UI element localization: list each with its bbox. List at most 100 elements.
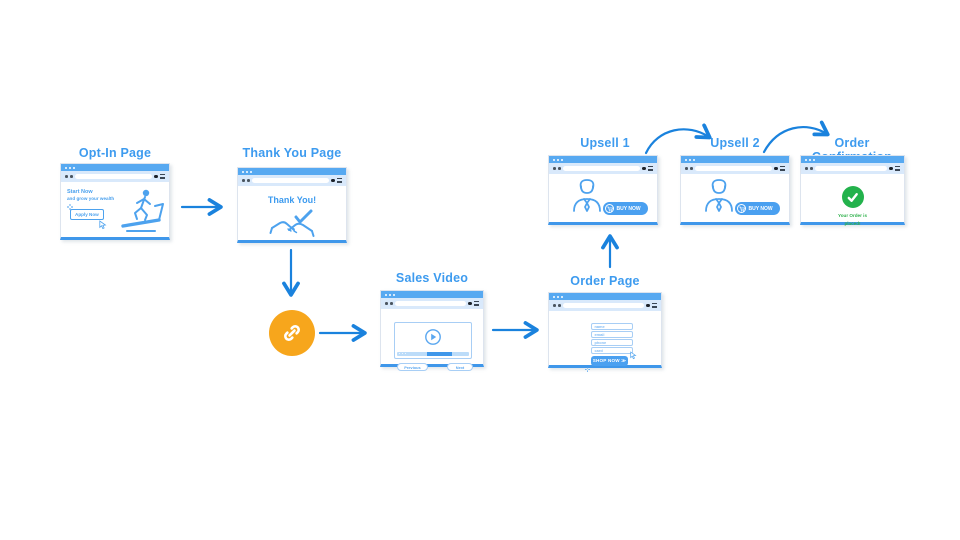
thank-you-body: Thank You! [238,186,346,240]
window-dot-icon [561,295,563,298]
opt-in-headline: Start Now [67,189,93,195]
menu-icon [648,166,653,171]
order-confirmation-body: Your Order is placed! [801,174,904,226]
window-dot-icon [809,158,811,161]
window-titlebar [801,156,904,163]
upsell-1-body: BUY NOW [549,174,657,222]
sales-video-window: Previous Next [380,290,484,371]
upsell-2-window: BUY NOW [680,155,790,225]
record-dot-icon [154,174,158,179]
order-page-body: name email phone card SHOP NOW ≫ [549,311,661,372]
back-dot-icon [553,167,556,170]
back-dot-icon [242,179,245,182]
upsell-1-window: BUY NOW [548,155,658,225]
record-dot-icon [642,166,646,171]
window-titlebar [61,164,169,171]
cursor-icon [630,351,637,360]
cursor-icon [99,220,107,230]
window-dot-icon [246,170,248,173]
card-field[interactable]: card [591,347,633,354]
menu-icon [474,301,479,306]
back-dot-icon [553,304,556,307]
play-icon[interactable] [424,328,442,346]
phone-field[interactable]: phone [591,339,633,346]
window-dot-icon [689,158,691,161]
order-confirmation-window: Your Order is placed! [800,155,905,226]
window-dot-icon [553,158,555,161]
cart-icon [737,204,746,213]
window-dot-icon [393,293,395,296]
thank-you-window: Thank You! [237,167,347,243]
video-progress-bar[interactable] [397,351,469,356]
person-icon [573,179,601,212]
order-page-title: Order Page [570,274,640,288]
record-dot-icon [468,301,472,306]
window-dot-icon [561,158,563,161]
opt-in-subheadline: and grow your wealth [67,196,115,201]
window-dot-icon [805,158,807,161]
window-dot-icon [385,293,387,296]
window-toolbar [381,298,483,309]
window-titlebar [681,156,789,163]
forward-dot-icon [247,179,250,182]
upsell-1-title: Upsell 1 [580,136,630,150]
forward-dot-icon [558,167,561,170]
window-dot-icon [69,166,71,169]
url-bar [815,166,887,171]
sparkle-icon [67,204,73,210]
back-dot-icon [65,175,68,178]
window-titlebar [381,291,483,298]
forward-dot-icon [558,304,561,307]
apply-now-button[interactable]: Apply Now [70,209,104,220]
video-progress-fill [427,351,452,356]
previous-button[interactable]: Previous [397,363,428,371]
buy-now-label: BUY NOW [616,205,641,212]
buy-now-button[interactable]: BUY NOW [603,202,648,215]
record-dot-icon [774,166,778,171]
window-titlebar [549,156,657,163]
url-bar [563,303,644,308]
forward-dot-icon [70,175,73,178]
thank-you-message: Thank You! [267,195,317,205]
window-dot-icon [813,158,815,161]
upsell-2-title: Upsell 2 [710,136,760,150]
url-bar [75,174,152,179]
window-dot-icon [65,166,67,169]
record-dot-icon [331,178,335,183]
confirmation-message: Your Order is placed! [837,213,867,226]
opt-in-body: Start Now and grow your wealth Apply Now [61,182,169,237]
buy-now-button[interactable]: BUY NOW [735,202,780,215]
forward-dot-icon [810,167,813,170]
upsell-2-body: BUY NOW [681,174,789,222]
cart-icon [605,204,614,213]
url-bar [695,166,772,171]
window-dot-icon [389,293,391,296]
back-dot-icon [805,167,808,170]
opt-in-title: Opt-In Page [78,146,152,160]
next-button[interactable]: Next [447,363,473,371]
url-bar [563,166,640,171]
name-field[interactable]: name [591,323,633,330]
window-dot-icon [557,295,559,298]
opt-in-window: Start Now and grow your wealth Apply Now [60,163,170,240]
window-toolbar [238,175,346,186]
buy-now-label: BUY NOW [748,205,773,212]
menu-icon [337,178,342,183]
thank-you-title: Thank You Page [242,146,342,160]
window-dot-icon [242,170,244,173]
window-dot-icon [553,295,555,298]
window-dot-icon [685,158,687,161]
window-toolbar [61,171,169,182]
link-icon [284,325,300,341]
menu-icon [652,303,657,308]
video-player[interactable] [394,322,472,359]
back-dot-icon [385,302,388,305]
shop-now-button[interactable]: SHOP NOW ≫ [591,356,628,366]
menu-icon [160,174,165,179]
email-field[interactable]: email [591,331,633,338]
sparkle-icon [585,367,590,372]
window-titlebar [549,293,661,300]
record-dot-icon [646,303,650,308]
link-node [269,310,315,356]
